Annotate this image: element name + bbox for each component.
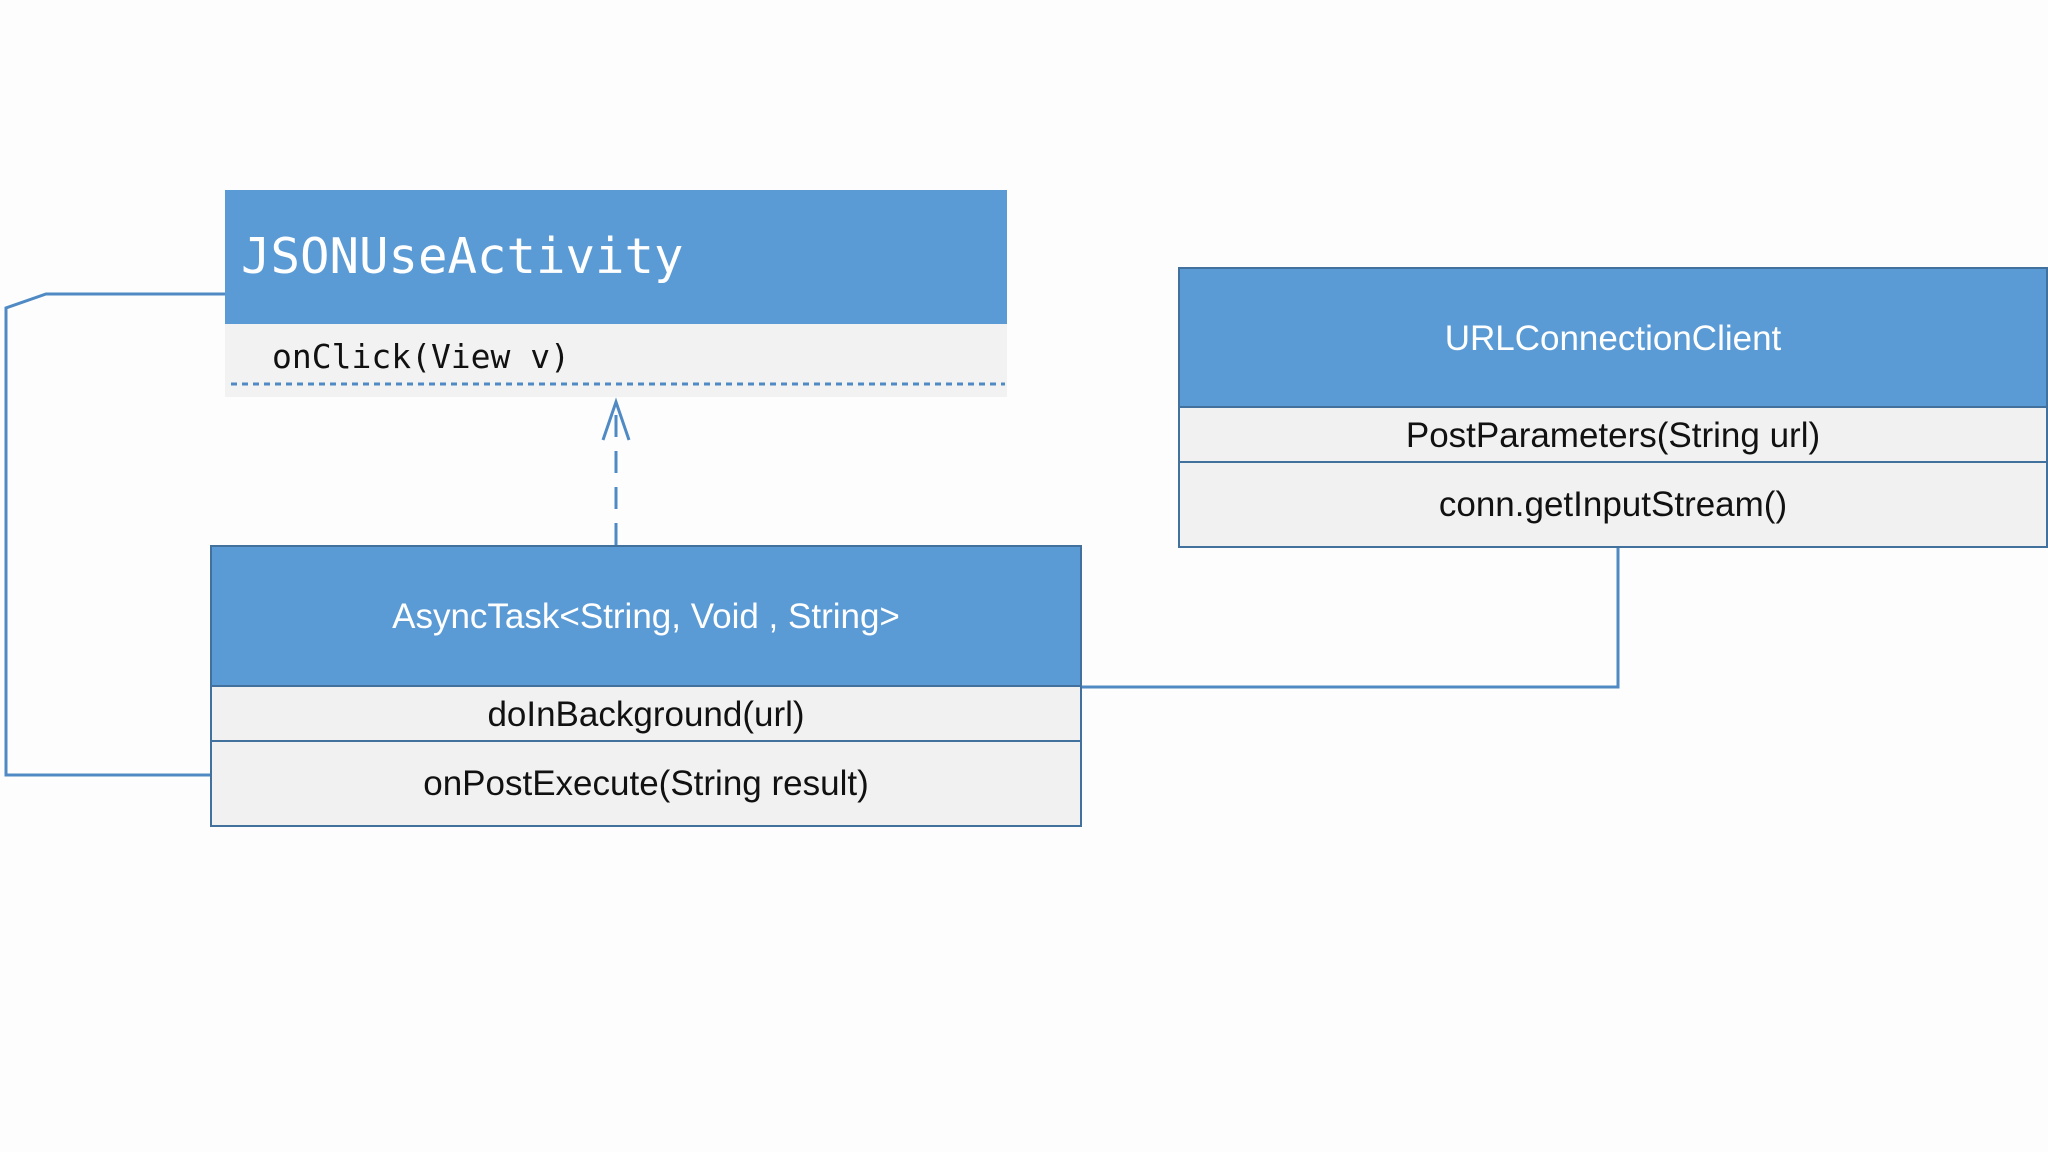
dotted-separator bbox=[231, 382, 1005, 386]
class-json-use-activity: JSONUseActivity onClick(View v) bbox=[225, 190, 1007, 397]
method-get-input-stream: conn.getInputStream() bbox=[1180, 463, 2046, 546]
class-name-url-connection-client: URLConnectionClient bbox=[1180, 269, 2046, 408]
dependency-arrowhead bbox=[601, 397, 631, 441]
method-post-parameters: PostParameters(String url) bbox=[1180, 408, 2046, 463]
class-name-json-use-activity: JSONUseActivity bbox=[225, 190, 1007, 324]
class-name-async-task: AsyncTask<String, Void , String> bbox=[212, 547, 1080, 687]
method-on-post-execute: onPostExecute(String result) bbox=[212, 742, 1080, 825]
connector-activity-to-asynctask bbox=[4, 292, 225, 777]
method-do-in-background: doInBackground(url) bbox=[212, 687, 1080, 742]
class-url-connection-client: URLConnectionClient PostParameters(Strin… bbox=[1178, 267, 2048, 548]
connector-asynctask-to-urlclient bbox=[1082, 548, 1620, 689]
class-async-task: AsyncTask<String, Void , String> doInBac… bbox=[210, 545, 1082, 827]
